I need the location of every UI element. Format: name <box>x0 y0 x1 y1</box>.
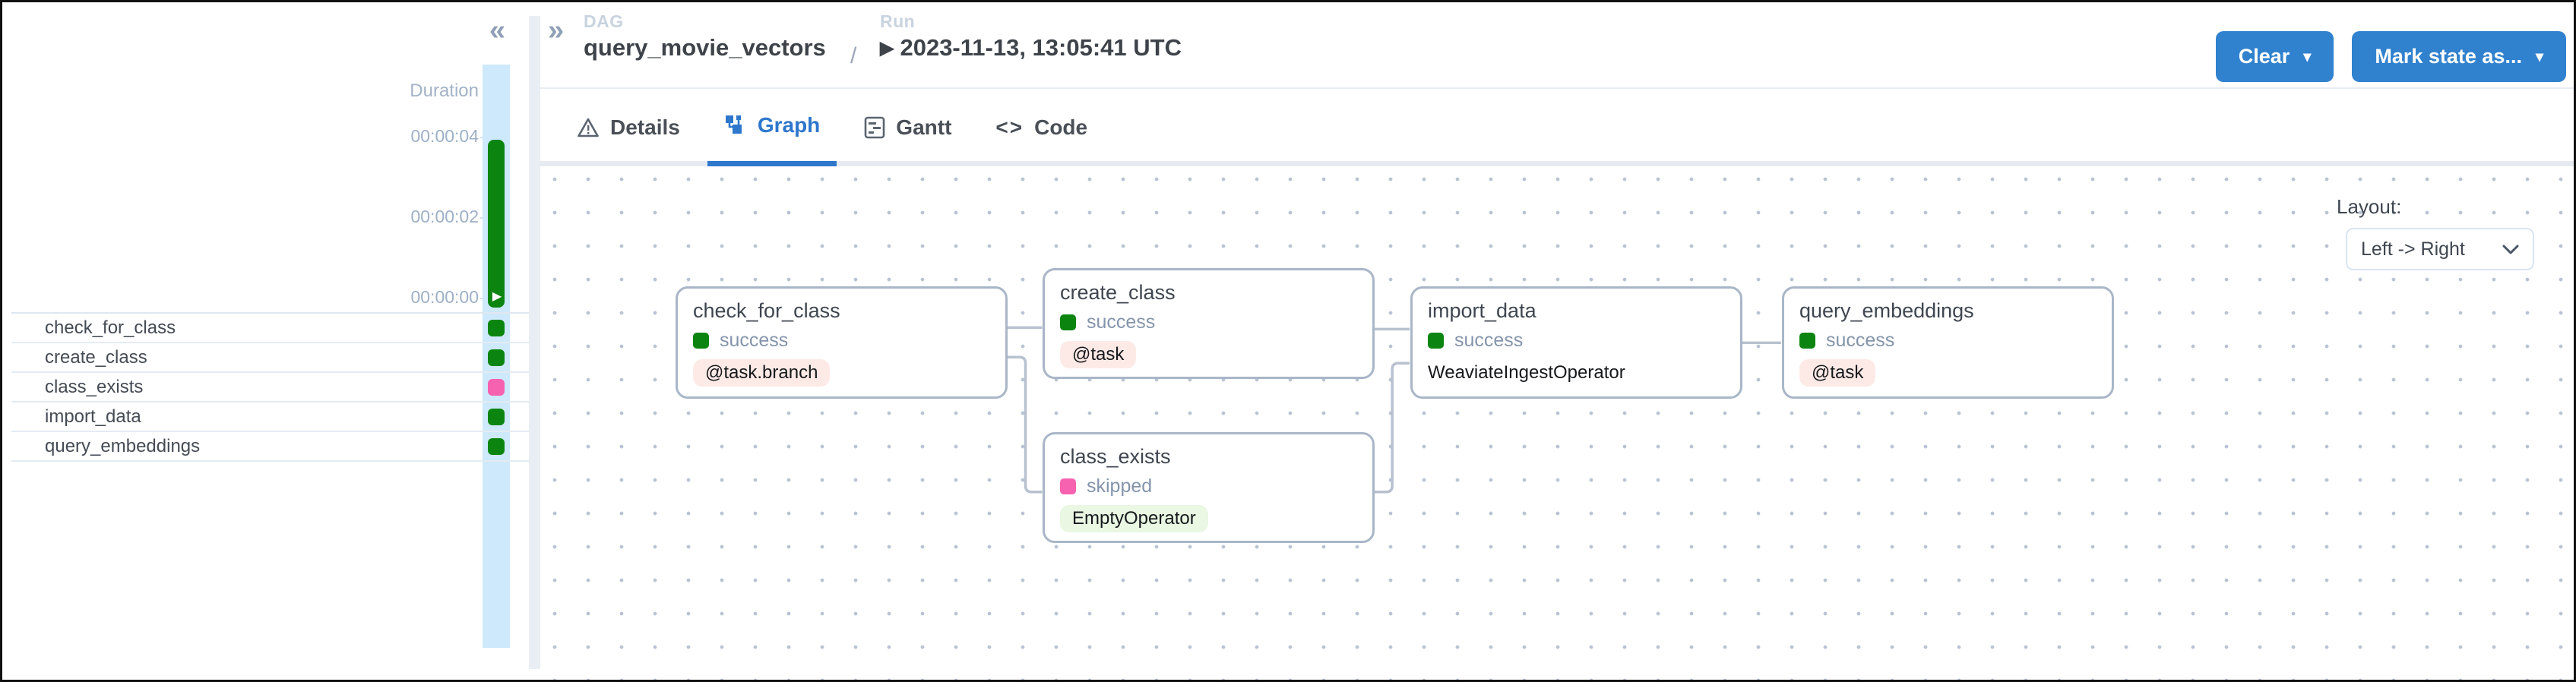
status-square <box>1799 333 1815 349</box>
task-name: query_embeddings <box>45 435 201 456</box>
operator-badge: EmptyOperator <box>1060 505 1208 532</box>
graph-icon <box>724 114 747 137</box>
task-status-square[interactable] <box>488 438 505 455</box>
task-row[interactable]: query_embeddings <box>11 432 529 462</box>
task-status-square[interactable] <box>488 379 505 396</box>
graph-node-import_data[interactable]: import_data success WeaviateIngestOperat… <box>1410 286 1742 399</box>
run-id: ▶ 2023-11-13, 13:05:41 UTC <box>880 34 1182 62</box>
tab-label: Details <box>610 115 680 139</box>
task-name: create_class <box>45 346 147 368</box>
layout-control: Layout: Left -> Right <box>2337 195 2534 270</box>
dag-run-duration-bar[interactable]: ▶ <box>488 140 505 308</box>
task-status-square[interactable] <box>488 320 505 336</box>
chevron-down-icon <box>2502 238 2519 260</box>
status-text: success <box>1826 330 1895 351</box>
grid-panel: Duration 00:00:04 00:00:02 00:00:00 ▶ ch… <box>2 2 529 680</box>
task-list: check_for_class create_class class_exist… <box>11 314 529 462</box>
warning-triangle-icon <box>577 117 600 138</box>
graph-node-query_embeddings[interactable]: query_embeddings success @task <box>1782 286 2114 399</box>
graph-node-create_class[interactable]: create_class success @task <box>1043 268 1375 379</box>
node-title: import_data <box>1428 299 1536 322</box>
collapse-panel-button[interactable]: « <box>489 14 506 46</box>
run-timestamp[interactable]: 2023-11-13, 13:05:41 UTC <box>900 34 1182 61</box>
run-type-play-icon: ▶ <box>492 290 502 303</box>
task-name: check_for_class <box>45 317 176 338</box>
tab-label: Graph <box>757 112 821 137</box>
operator-badge: WeaviateIngestOperator <box>1428 362 1625 383</box>
layout-direction-select[interactable]: Left -> Right <box>2346 228 2534 270</box>
expand-panel-button[interactable]: » <box>548 14 565 46</box>
tab-label: Code <box>1034 115 1088 139</box>
dag-edges <box>1007 326 1781 494</box>
edge-class_exists-import_data <box>1374 362 1410 494</box>
view-tabs: Details Graph Gantt <> Code <box>540 89 2574 166</box>
mark-state-as-button[interactable]: Mark state as... ▾ <box>2352 31 2566 82</box>
panel-resize-handle[interactable] <box>529 16 540 669</box>
status-text: success <box>1454 330 1524 351</box>
node-title: check_for_class <box>693 299 840 322</box>
operator-badge: @task.branch <box>693 359 831 387</box>
tab-label: Gantt <box>896 115 952 139</box>
task-row[interactable]: create_class <box>11 343 529 373</box>
dag-name[interactable]: query_movie_vectors <box>584 34 826 61</box>
operator-badge: @task <box>1060 341 1137 368</box>
details-panel: » DAG query_movie_vectors / Run ▶ 2023-1… <box>540 2 2574 680</box>
graph-node-class_exists[interactable]: class_exists skipped EmptyOperator <box>1043 432 1375 543</box>
caret-down-icon: ▾ <box>2535 49 2543 65</box>
status-square <box>693 333 709 349</box>
run-label: Run <box>880 11 916 31</box>
mark-state-button-label: Mark state as... <box>2375 45 2522 68</box>
graph-node-check_for_class[interactable]: check_for_class success @task.branch <box>676 286 1008 399</box>
status-text: success <box>720 330 789 351</box>
tab-gantt[interactable]: Gantt <box>847 89 968 166</box>
code-icon: <> <box>995 115 1024 139</box>
tab-details[interactable]: Details <box>560 89 697 166</box>
operator-badge: @task <box>1799 359 1876 387</box>
duration-tick: 00:00:04 <box>410 126 479 146</box>
task-status-square[interactable] <box>488 349 505 366</box>
task-row[interactable]: class_exists <box>11 373 529 403</box>
gantt-icon <box>864 116 885 139</box>
layout-label: Layout: <box>2337 195 2402 218</box>
run-header: » DAG query_movie_vectors / Run ▶ 2023-1… <box>540 2 2574 89</box>
tab-code[interactable]: <> Code <box>979 89 1104 166</box>
status-text: success <box>1087 311 1156 333</box>
node-title: class_exists <box>1060 445 1171 468</box>
duration-axis-title: Duration <box>410 81 479 101</box>
caret-down-icon: ▾ <box>2303 49 2312 65</box>
duration-tick: 00:00:00 <box>410 287 479 307</box>
task-name: class_exists <box>45 376 144 397</box>
task-status-square[interactable] <box>488 409 505 425</box>
clear-button[interactable]: Clear ▾ <box>2215 31 2334 82</box>
breadcrumb-run[interactable]: Run ▶ 2023-11-13, 13:05:41 UTC <box>880 11 1182 62</box>
breadcrumb-separator: / <box>850 43 857 68</box>
status-square <box>1060 314 1076 330</box>
layout-selected-value: Left -> Right <box>2361 238 2465 260</box>
task-name: import_data <box>45 406 141 427</box>
dag-label: DAG <box>584 11 624 31</box>
task-row[interactable]: import_data <box>11 403 529 432</box>
graph-canvas[interactable]: check_for_class success @task.branch cre… <box>540 166 2574 680</box>
status-square <box>1428 333 1444 349</box>
run-type-icon: ▶ <box>880 37 894 58</box>
breadcrumb-dag[interactable]: DAG query_movie_vectors <box>584 11 826 62</box>
status-square <box>1060 478 1076 494</box>
node-title: create_class <box>1060 281 1176 304</box>
node-title: query_embeddings <box>1799 299 1974 322</box>
duration-tick: 00:00:02 <box>410 207 479 226</box>
status-text: skipped <box>1087 475 1153 497</box>
tab-graph[interactable]: Graph <box>707 89 837 166</box>
task-row[interactable]: check_for_class <box>11 314 529 343</box>
edge-check_for_class-class_exists <box>1007 355 1043 494</box>
header-actions: Clear ▾ Mark state as... ▾ <box>2215 31 2566 82</box>
chart-divider <box>11 312 529 314</box>
clear-button-label: Clear <box>2238 45 2290 68</box>
